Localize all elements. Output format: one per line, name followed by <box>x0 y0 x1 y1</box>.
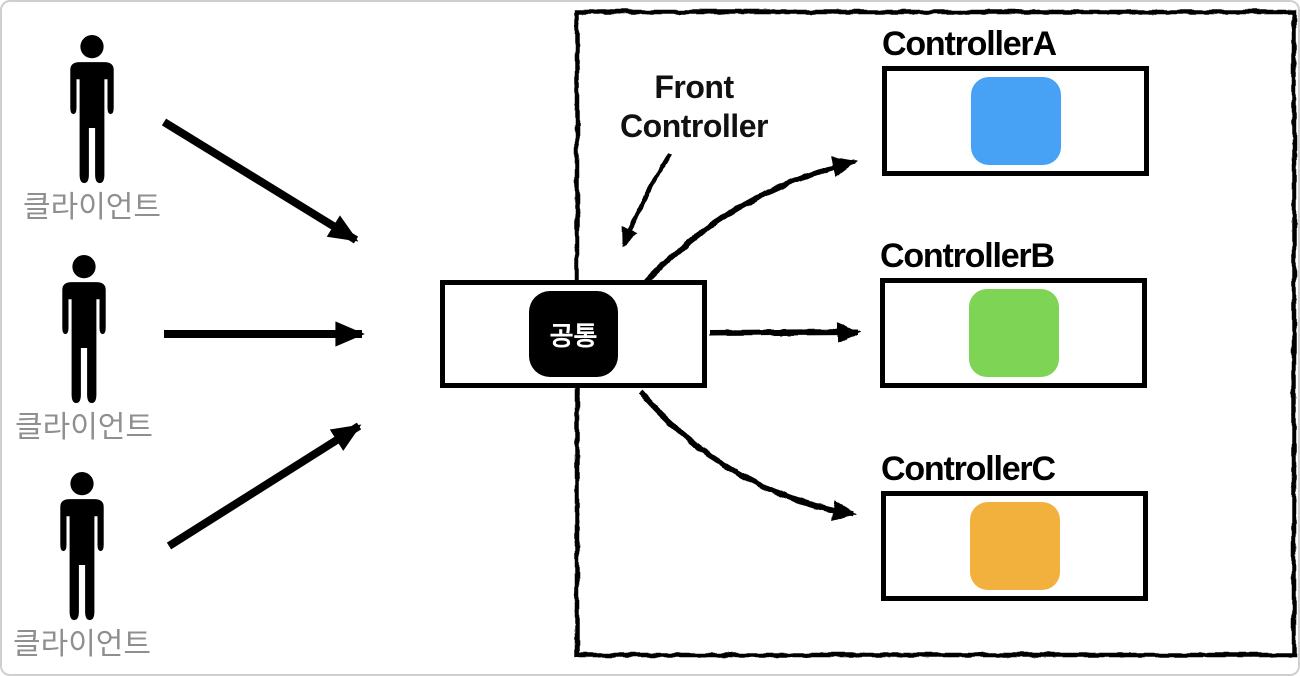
controller-c-group: ControllerC <box>881 451 1148 601</box>
front-controller-annotation-arrow <box>621 152 672 248</box>
controller-c-box <box>881 491 1148 601</box>
person-icon <box>60 472 104 621</box>
client-label: 클라이언트 <box>23 191 161 224</box>
client-label: 클라이언트 <box>15 411 153 444</box>
controller-a-box <box>882 66 1149 176</box>
controller-b-title: ControllerB <box>880 237 1055 275</box>
arrow-dispatcher-to-controllerC <box>637 390 858 522</box>
controller-a-group: ControllerA <box>882 26 1149 176</box>
controller-c-title: ControllerC <box>881 450 1056 488</box>
common-logic-label: 공통 <box>549 320 598 351</box>
controller-a-chip <box>970 77 1061 165</box>
client-3: 클라이언트 <box>2 469 162 661</box>
controller-b-box <box>880 278 1147 388</box>
controller-b-chip <box>968 289 1059 377</box>
arrow-client3-to-dispatcher <box>166 422 362 550</box>
front-controller-annotation: Front Controller <box>620 69 768 144</box>
client-2: 클라이언트 <box>4 252 164 444</box>
arrow-dispatcher-to-controllerB <box>709 321 862 343</box>
arrow-client1-to-dispatcher <box>161 118 359 244</box>
person-icon <box>70 35 114 184</box>
controller-b-group: ControllerB <box>880 238 1147 388</box>
front-controller-dispatcher-box: 공통 <box>440 280 707 388</box>
common-logic-chip: 공통 <box>529 291 618 377</box>
arrow-dispatcher-to-controllerA <box>641 156 858 286</box>
client-label: 클라이언트 <box>13 628 151 661</box>
person-icon <box>62 255 106 404</box>
controller-c-chip <box>969 502 1060 590</box>
client-1: 클라이언트 <box>12 32 172 224</box>
controller-a-title: ControllerA <box>882 25 1057 63</box>
